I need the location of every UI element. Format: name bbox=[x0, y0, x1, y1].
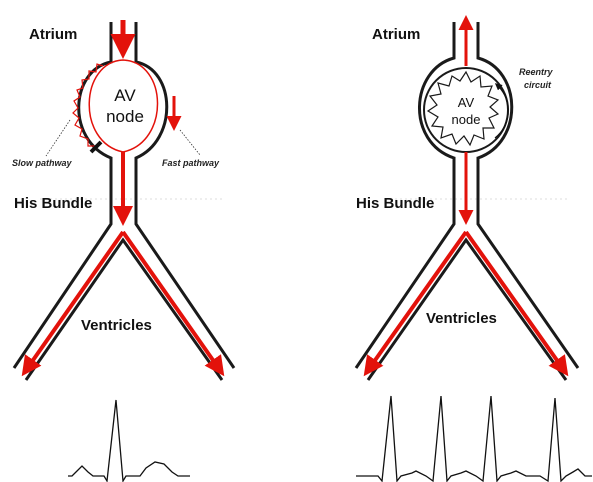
left-av-node-pathway-loop bbox=[89, 60, 157, 152]
right-ventricles-label: Ventricles bbox=[426, 310, 497, 327]
left-slow-pathway-leader bbox=[46, 120, 70, 156]
left-ventricles-label: Ventricles bbox=[81, 317, 152, 334]
left-slow-pathway-label: Slow pathway bbox=[12, 158, 73, 168]
left-right-branch-arrow bbox=[123, 232, 222, 373]
right-right-branch-arrow bbox=[466, 232, 566, 373]
left-his-bundle-label: His Bundle bbox=[14, 195, 92, 212]
right-av-node-label-line2: node bbox=[452, 112, 481, 127]
left-panel: Atrium AV node Slow pathway Fast pathway… bbox=[12, 20, 234, 481]
left-ecg-trace bbox=[68, 400, 190, 481]
right-atrium-label: Atrium bbox=[372, 26, 420, 43]
right-his-bundle-label: His Bundle bbox=[356, 195, 434, 212]
left-atrium-label: Atrium bbox=[29, 26, 77, 43]
left-fast-pathway-leader bbox=[180, 130, 200, 155]
right-reentry-label-line2: circuit bbox=[524, 80, 552, 90]
left-fast-pathway-label: Fast pathway bbox=[162, 158, 220, 168]
left-bundle-branch-inner-wall bbox=[26, 240, 222, 380]
right-panel: Atrium AV node Reentry circuit His Bundl… bbox=[356, 18, 592, 481]
right-ecg-trace bbox=[356, 396, 592, 481]
left-left-branch-arrow bbox=[24, 232, 123, 373]
right-reentry-label-line1: Reentry bbox=[519, 67, 554, 77]
right-av-node-label-line1: AV bbox=[458, 95, 475, 110]
left-av-node-label-line2: node bbox=[106, 107, 144, 126]
right-left-branch-arrow bbox=[366, 232, 466, 373]
left-av-node-label-line1: AV bbox=[114, 86, 136, 105]
